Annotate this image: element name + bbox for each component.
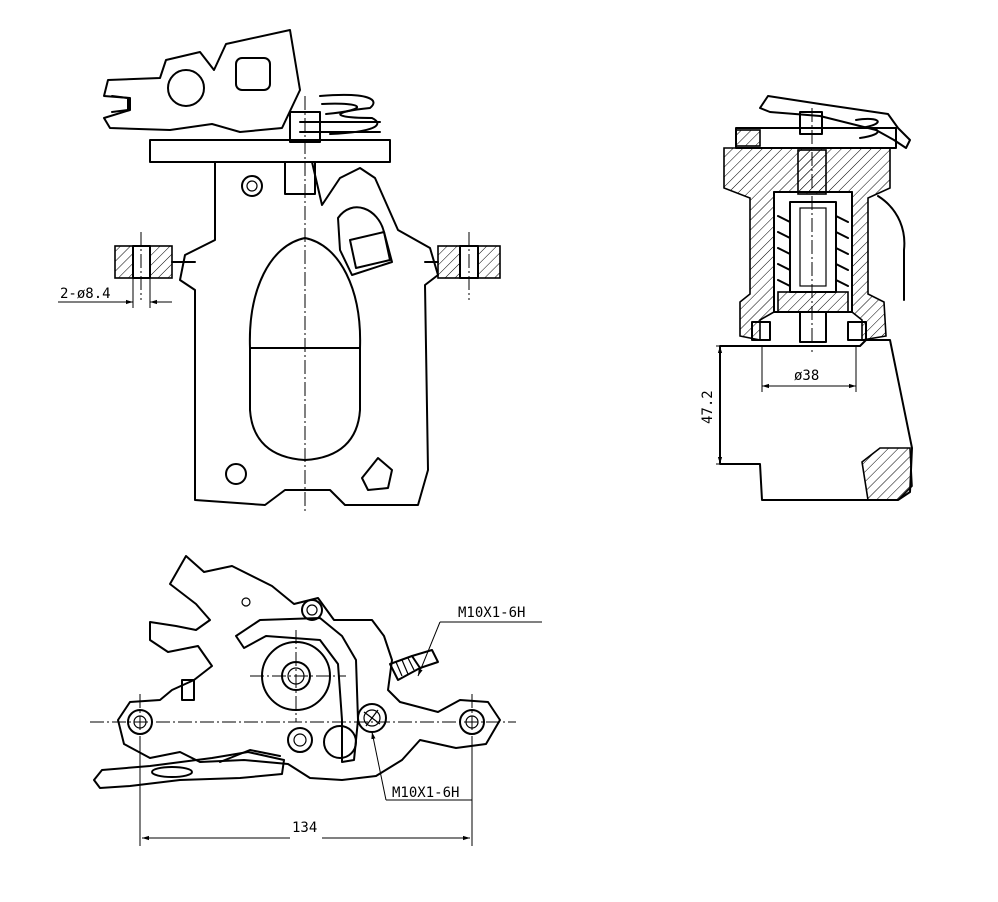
inlet-window xyxy=(337,206,393,276)
bolt-top xyxy=(301,599,323,621)
bolt-bottom xyxy=(287,727,313,753)
bleed-nipple-base xyxy=(323,725,357,759)
pin-tab xyxy=(181,679,195,701)
lever-arm-top xyxy=(93,751,285,789)
front-view: 2-ø8.4 xyxy=(58,29,501,512)
return-spring xyxy=(289,93,381,143)
lever-square-hole xyxy=(235,57,271,91)
thread-top-text: M10X1-6H xyxy=(458,605,525,621)
mount-span-text: 134 xyxy=(292,820,317,836)
top-flange xyxy=(149,139,391,163)
bore-diameter-text: ø38 xyxy=(794,368,819,384)
lower-hole-left xyxy=(225,463,247,485)
section-lever xyxy=(759,95,911,149)
outer-jaw xyxy=(719,339,913,501)
parking-lever xyxy=(103,29,301,133)
bleed-port xyxy=(241,175,263,197)
section-view: ø38 47.2 xyxy=(700,95,913,501)
caliper-body-front xyxy=(179,161,439,506)
jaw-tip-section xyxy=(861,447,913,501)
piston-depth-text: 47.2 xyxy=(700,390,716,424)
hole-dimension: 2-ø8.4 xyxy=(58,278,172,308)
piston-spring xyxy=(777,215,849,287)
thread-bottom-text: M10X1-6H xyxy=(392,785,459,801)
bleed-port-top xyxy=(357,703,387,733)
caliper-body-top xyxy=(117,555,501,781)
hole-callout-text: 2-ø8.4 xyxy=(60,286,111,302)
thread-callout-top: M10X1-6H xyxy=(417,605,542,677)
bore-dimension: ø38 xyxy=(761,346,857,392)
span-dimension: 134 xyxy=(139,736,473,846)
mount-ear-left-section xyxy=(114,245,134,279)
lever-pivot-hole xyxy=(167,69,205,107)
mount-ear-right-section xyxy=(437,245,461,279)
seal-right xyxy=(847,321,867,341)
top-view: M10X1-6H M10X1-6H 134 xyxy=(90,555,542,846)
center-boss xyxy=(284,161,316,195)
cable-bracket xyxy=(235,617,359,763)
thread-callout-bottom: M10X1-6H xyxy=(371,731,472,801)
depth-dimension: 47.2 xyxy=(700,345,752,465)
adjuster-nut xyxy=(799,111,823,135)
inlet-fitting xyxy=(389,649,439,681)
lower-hole-right xyxy=(361,457,393,491)
seal-left xyxy=(751,321,771,341)
piston-cap-section xyxy=(777,291,849,313)
lever-fork xyxy=(111,95,129,113)
